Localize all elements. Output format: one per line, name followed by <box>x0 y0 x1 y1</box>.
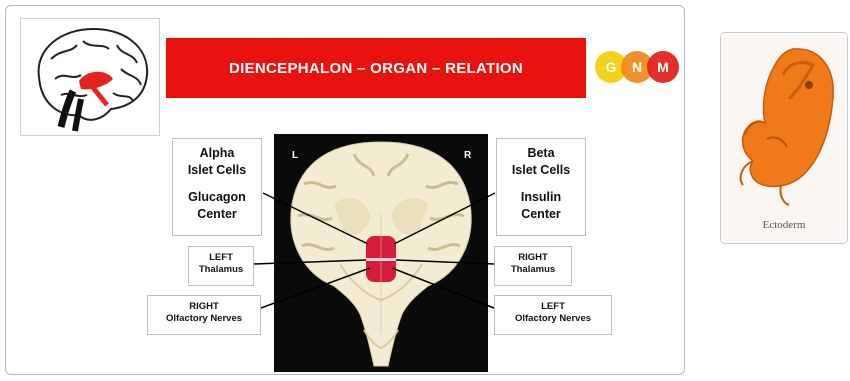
ectoderm-card: Ectoderm <box>720 32 848 244</box>
title-banner: DIENCEPHALON – ORGAN – RELATION <box>166 38 586 98</box>
label-left-olfactory-nerves: LEFT Olfactory Nerves <box>494 295 612 335</box>
label-alpha-islet-cells: Alpha Islet Cells Glucagon Center <box>172 138 262 236</box>
slide-title: DIENCEPHALON – ORGAN – RELATION <box>229 60 523 77</box>
logo-letter-m: M <box>657 59 669 75</box>
label-beta-islet-cells: Beta Islet Cells Insulin Center <box>496 138 586 236</box>
logo-letter-g: G <box>606 59 617 75</box>
logo-letter-n: N <box>632 59 642 75</box>
embryo-illustration <box>723 35 847 215</box>
left-side-marker: L <box>292 150 298 161</box>
label-left-thalamus: LEFT Thalamus <box>188 246 254 286</box>
gnm-logo: G N M <box>594 50 682 84</box>
embryo-caption: Ectoderm <box>723 219 845 231</box>
slide-panel: DIENCEPHALON – ORGAN – RELATION G N M L … <box>5 5 685 375</box>
brain-sagittal-thumbnail <box>20 18 160 136</box>
label-right-thalamus: RIGHT Thalamus <box>494 246 572 286</box>
label-right-olfactory-nerves: RIGHT Olfactory Nerves <box>147 295 261 335</box>
brain-coronal-image: L R <box>274 134 488 372</box>
right-side-marker: R <box>464 150 471 161</box>
